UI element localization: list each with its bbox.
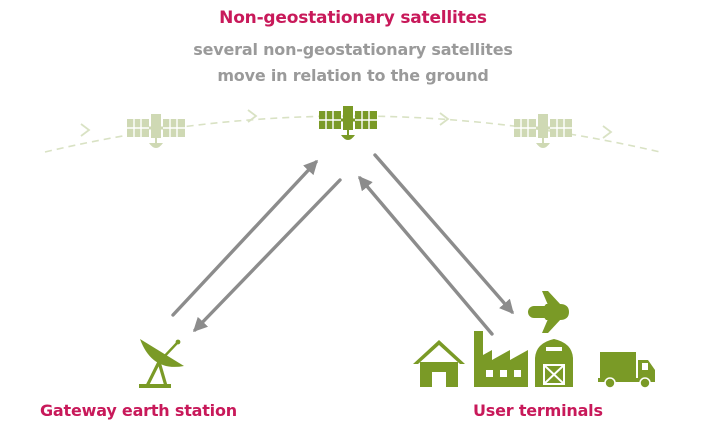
link-arrows	[171, 153, 514, 336]
satellite-icon	[513, 113, 573, 149]
user-terminals-label: User terminals	[473, 401, 603, 420]
diagram-subtitle: several non-geostationary satellites mov…	[0, 37, 706, 89]
factory-icon	[474, 331, 528, 387]
orbit-direction-chevrons	[80, 109, 613, 139]
subtitle-line-2: move in relation to the ground	[217, 66, 489, 85]
gateway-earth-station-label: Gateway earth station	[40, 401, 237, 420]
downlink-gateway-arrow	[193, 178, 342, 333]
diagram-title: Non-geostationary satellites	[219, 8, 487, 28]
satellite-icon	[318, 105, 378, 141]
satellite-icon	[126, 113, 186, 149]
satellite-dish-icon	[139, 339, 184, 388]
uplink-users-arrow	[358, 175, 494, 336]
barn-icon	[535, 339, 573, 387]
subtitle-line-1: several non-geostationary satellites	[193, 40, 513, 59]
house-icon	[413, 340, 465, 387]
uplink-gateway-arrow	[171, 159, 318, 317]
downlink-users-arrow	[373, 153, 514, 315]
truck-icon	[598, 352, 655, 389]
airplane-icon	[528, 291, 569, 333]
